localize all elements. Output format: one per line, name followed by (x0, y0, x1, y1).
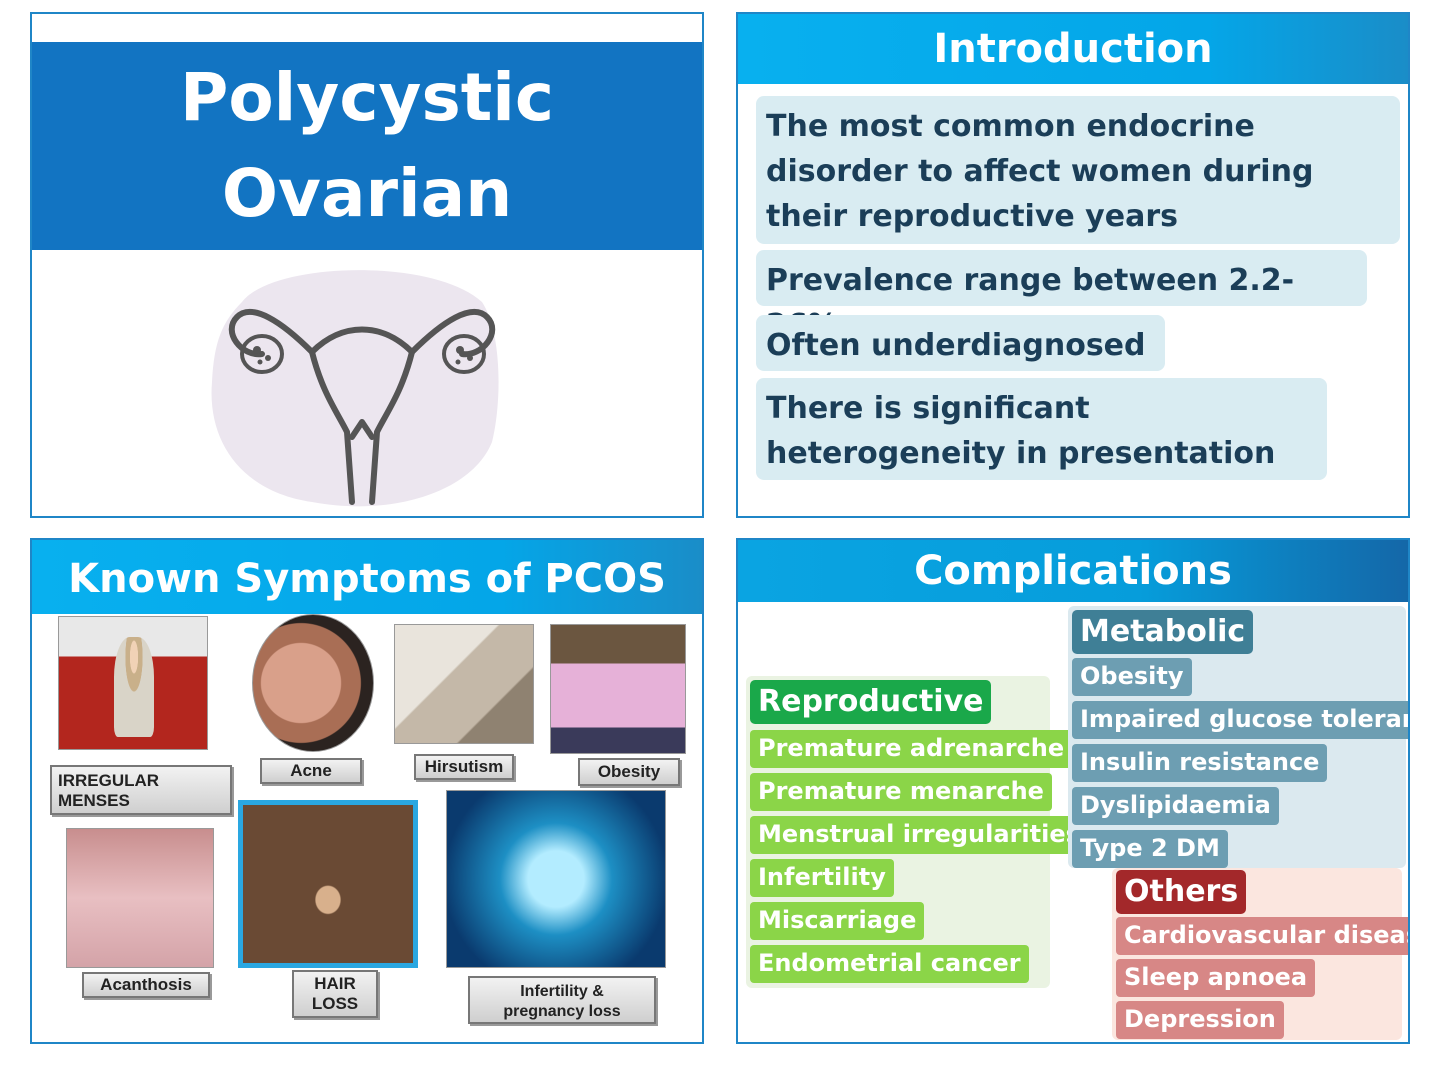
intro-point: Prevalence range between 2.2-26% (756, 250, 1367, 343)
caption-line: pregnancy loss (503, 1003, 621, 1020)
introduction-header: Introduction (738, 14, 1408, 84)
caption-line: MENSES (58, 791, 130, 810)
complications-header: Complications (738, 540, 1408, 602)
metabolic-item: Dyslipidaemia (1072, 787, 1279, 825)
metabolic-item: Obesity (1072, 658, 1192, 696)
metabolic-item: Insulin resistance (1072, 744, 1328, 782)
others-item: Cardiovascular disease (1116, 917, 1408, 955)
complications-slide: Complications Reproductive Premature adr… (736, 538, 1410, 1044)
obesity-photo (550, 624, 686, 754)
title-band: Polycystic Ovarian Syndrome (32, 42, 702, 328)
intro-point: There is significant heterogeneity in pr… (756, 378, 1327, 480)
reproductive-group: Reproductive Premature adrenarche Premat… (746, 676, 1088, 988)
symptoms-slide: Known Symptoms of PCOS IRREGULAR MENSES … (30, 538, 704, 1044)
acanthosis-caption: Acanthosis (82, 972, 210, 998)
acne-caption: Acne (260, 758, 362, 784)
reproductive-item: Infertility (750, 859, 894, 897)
infertility-caption: Infertility & pregnancy loss (468, 976, 656, 1024)
caption-line: LOSS (311, 994, 359, 1013)
acanthosis-photo (66, 828, 214, 968)
reproductive-item: Premature adrenarche (750, 730, 1073, 768)
hirsutism-caption: Hirsutism (414, 754, 514, 780)
irregular-menses-photo (58, 616, 208, 750)
reproductive-item: Menstrual irregularities (750, 816, 1088, 854)
infertility-photo (446, 790, 666, 968)
obesity-caption: Obesity (578, 758, 680, 786)
metabolic-item: Impaired glucose tolerance (1072, 701, 1408, 739)
acne-photo (252, 614, 374, 752)
reproductive-item: Endometrial cancer (750, 945, 1029, 983)
metabolic-title: Metabolic (1072, 610, 1254, 654)
metabolic-item: Type 2 DM (1072, 830, 1228, 868)
hair-loss-photo (238, 800, 418, 968)
title-line-1: Polycystic Ovarian (179, 59, 555, 232)
intro-point: Often underdiagnosed (756, 315, 1165, 371)
caption-line: HAIR (314, 974, 356, 993)
hirsutism-photo (394, 624, 534, 744)
others-item: Depression (1116, 1001, 1284, 1039)
others-item: Sleep apnoea (1116, 959, 1316, 997)
metabolic-group: Metabolic Obesity Impaired glucose toler… (1068, 606, 1408, 868)
intro-point: The most common endocrine disorder to af… (756, 96, 1400, 244)
caption-line: Infertility & (520, 983, 604, 1000)
reproductive-item: Premature menarche (750, 773, 1052, 811)
others-group: Others Cardiovascular disease Sleep apno… (1112, 868, 1408, 1040)
symptoms-header: Known Symptoms of PCOS (32, 540, 702, 614)
caption-line: IRREGULAR (58, 771, 160, 790)
others-title: Others (1116, 870, 1247, 914)
introduction-slide: Introduction The most common endocrine d… (736, 12, 1410, 518)
hair-loss-caption: HAIR LOSS (292, 970, 378, 1018)
irregular-menses-caption: IRREGULAR MENSES (50, 765, 232, 815)
reproductive-title: Reproductive (750, 680, 992, 724)
title-slide: Polycystic Ovarian Syndrome (30, 12, 704, 518)
uterus-icon (211, 270, 499, 507)
reproductive-item: Miscarriage (750, 902, 925, 940)
